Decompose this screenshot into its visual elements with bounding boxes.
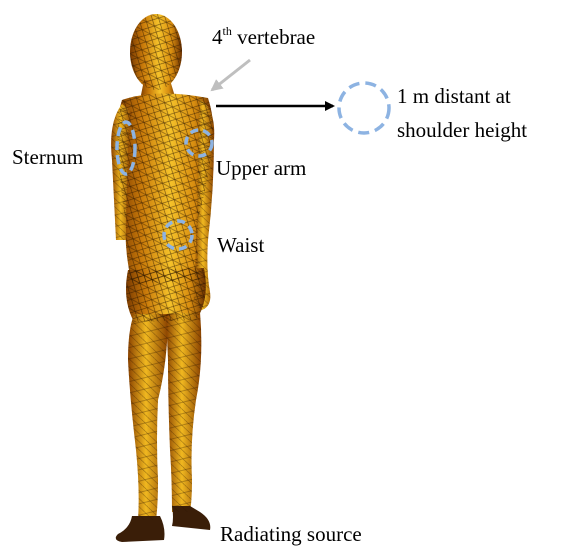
sternum-label: Sternum xyxy=(12,145,83,169)
vertebrae-word: vertebrae xyxy=(232,25,315,49)
distant-label-line1: 1 m distant at xyxy=(397,84,511,108)
distant-marker xyxy=(339,83,389,133)
vertebrae-ordinal: th xyxy=(223,24,232,38)
radiating-source-label: Radiating source xyxy=(220,522,362,546)
vertebrae-number: 4 xyxy=(212,25,223,49)
distant-label-line2: shoulder height xyxy=(397,118,527,142)
upper-arm-label: Upper arm xyxy=(216,156,306,180)
waist-label: Waist xyxy=(217,233,264,257)
vertebrae-label: 4th vertebrae xyxy=(212,25,315,49)
vertebrae-arrow xyxy=(212,60,250,90)
